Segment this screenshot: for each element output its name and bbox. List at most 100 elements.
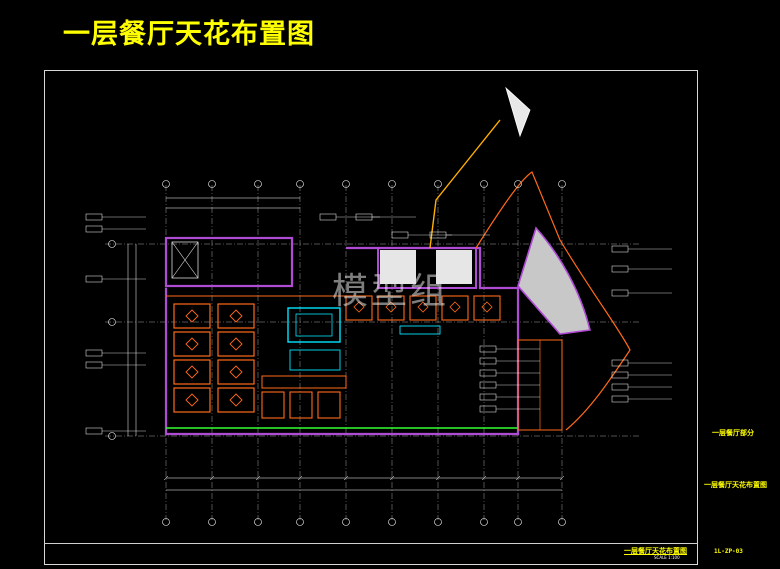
dimension-tick (297, 475, 303, 481)
axis-bubble (388, 518, 396, 526)
entry-canopy (429, 119, 501, 249)
annotation-tag (85, 213, 103, 221)
ceiling-coffer (409, 295, 437, 321)
axis-bubble (480, 180, 488, 188)
curved-facade-line (475, 171, 631, 431)
annotation-tag (611, 383, 629, 391)
axis-bubble (558, 518, 566, 526)
ceiling-coffer (261, 391, 285, 419)
coffer-ornament (385, 301, 397, 313)
axis-bubble (254, 180, 262, 188)
axis-bubble (434, 180, 442, 188)
coffer-ornament (185, 365, 199, 379)
ceiling-coffer (217, 359, 255, 385)
coffer-ornament (417, 301, 429, 313)
ceiling-coffer (173, 331, 211, 357)
diffuser-panel (289, 349, 341, 371)
axis-bubble (434, 518, 442, 526)
annotation-tag (611, 265, 629, 273)
curved-facade (429, 86, 631, 431)
ceiling-coffer (441, 295, 469, 321)
ceiling-coffer (377, 295, 405, 321)
axis-bubble (108, 318, 116, 326)
annotation-tags (85, 213, 672, 435)
dimension-tick (515, 475, 521, 481)
coffer-ornament (229, 309, 243, 323)
sheet-label: 一层餐厅天花布置图 (704, 481, 767, 489)
sheet-number: 1L-ZP-03 (714, 548, 743, 555)
room-hatch (436, 250, 472, 284)
axis-bubble (296, 518, 304, 526)
axis-bubble (342, 180, 350, 188)
dimension-tick (559, 475, 565, 481)
dimension-tick (255, 475, 261, 481)
annotation-tag (611, 289, 629, 297)
stair-core-wall (164, 236, 294, 288)
axis-bubble (108, 432, 116, 440)
coffer-ornament (353, 301, 365, 313)
annotation-tag (85, 349, 103, 357)
axis-bubble (388, 180, 396, 188)
ceiling-coffer (217, 331, 255, 357)
coffer-ornament (229, 393, 243, 407)
annotation-tag (85, 275, 103, 283)
ceiling-panels (166, 295, 563, 431)
coffer-ornament (185, 337, 199, 351)
ceiling-coffer (217, 387, 255, 413)
ceiling-coffer (317, 391, 341, 419)
coffer-ornament (185, 393, 199, 407)
coffer-ornament (185, 309, 199, 323)
room-hatch (380, 250, 416, 284)
annotation-tag (479, 405, 497, 413)
dimension-tick (435, 475, 441, 481)
dimension-tick (209, 475, 215, 481)
ceiling-coffer (289, 391, 313, 419)
ceiling-coffer (473, 295, 501, 321)
ceiling-coffer (173, 303, 211, 329)
area-label: 一层餐厅部分 (712, 429, 754, 437)
annotation-tag (85, 361, 103, 369)
curved-hatch-zone (517, 226, 591, 335)
dimension-tick (343, 475, 349, 481)
axis-grid (105, 185, 640, 520)
ceiling-coffer (217, 303, 255, 329)
exterior-wall (164, 246, 520, 436)
wall-outline (164, 236, 520, 436)
annotation-tag (479, 393, 497, 401)
axis-bubble (296, 180, 304, 188)
annotation-tag (391, 231, 409, 239)
axis-bubble (514, 180, 522, 188)
ceiling-coffer (345, 295, 373, 321)
coffer-ornament (481, 301, 493, 313)
ceiling-strip (261, 375, 347, 389)
axis-bubble (208, 180, 216, 188)
axis-bubbles (108, 180, 566, 526)
dimension-tick (481, 475, 487, 481)
annotation-tag (611, 245, 629, 253)
coffer-ornament (229, 365, 243, 379)
dimension-tick (389, 475, 395, 481)
flag-shape (505, 86, 531, 138)
axis-bubble (162, 518, 170, 526)
axis-bubble (480, 518, 488, 526)
drawing-frame (44, 70, 698, 565)
axis-bubble (558, 180, 566, 188)
coffer-ornament (229, 337, 243, 351)
elevator-shaft (171, 241, 199, 279)
annotation-tag (85, 225, 103, 233)
axis-bubble (108, 240, 116, 248)
annotation-tag (479, 381, 497, 389)
dimension-lines (127, 197, 565, 491)
coffer-ornament (449, 301, 461, 313)
drawing-title: 一层餐厅天花布置图 (63, 19, 315, 50)
axis-bubble (254, 518, 262, 526)
title-block-name: 一层餐厅天花布置图 (624, 547, 687, 555)
title-block-divider (44, 543, 698, 544)
diffuser-panel (399, 325, 441, 335)
axis-bubble (162, 180, 170, 188)
ceiling-coffer (173, 387, 211, 413)
dimension-tick (163, 475, 169, 481)
elevator-cross (171, 241, 199, 279)
annotation-tag (479, 357, 497, 365)
